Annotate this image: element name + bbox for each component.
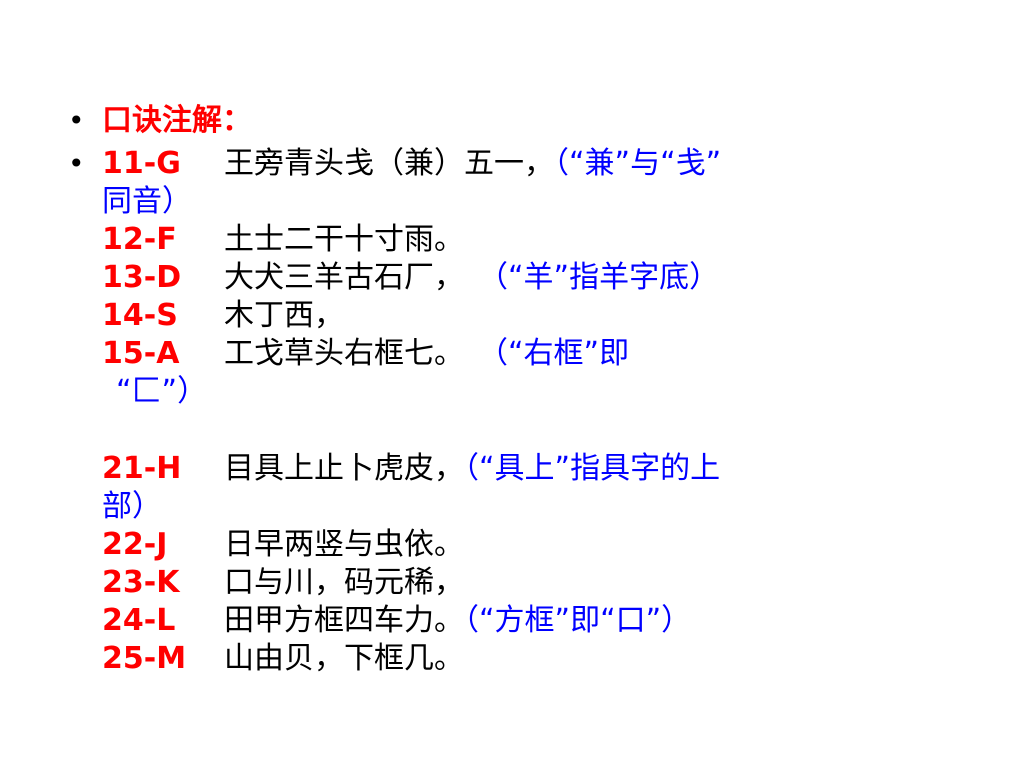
row-code: 24-L — [102, 603, 176, 638]
row-code: 13-D — [102, 260, 182, 295]
row-text: 木丁西， — [224, 298, 344, 333]
row-code: 23-K — [102, 565, 180, 600]
row-note-cont: 部） — [102, 489, 162, 524]
row-22j: 22-J 日早两竖与虫依。 — [102, 526, 464, 564]
row-text: 田甲方框四车力。 — [224, 603, 464, 638]
row-code: 15-A — [102, 336, 180, 371]
row-11g-cont: 同音） — [102, 183, 192, 221]
row-21h-cont: 部） — [102, 488, 162, 526]
row-text: 日早两竖与虫依。 — [224, 527, 464, 562]
row-text: 工戈草头右框七。 — [224, 336, 464, 371]
row-text: 王旁青头戋（兼）五一， — [224, 146, 554, 181]
row-text: 目具上止卜虎皮， — [224, 451, 464, 486]
row-code: 22-J — [102, 527, 168, 562]
row-12f: 12-F 土士二干十寸雨。 — [102, 221, 464, 259]
row-15a-cont: “匚”） — [116, 373, 207, 411]
row-15a: 15-A 工戈草头右框七。 （“右框”即 — [102, 335, 629, 373]
row-note: （“具上”指具字的上 — [464, 451, 721, 486]
row-code: 21-H — [102, 451, 182, 486]
row-25m: 25-M 山由贝，下框几。 — [102, 640, 464, 678]
row-note: （“兼”与“戋” — [554, 146, 722, 181]
row-23k: 23-K 口与川，码元稀， — [102, 564, 464, 602]
row-code: 12-F — [102, 222, 177, 257]
row-text: 山由贝，下框几。 — [224, 641, 464, 676]
row-note: （“方框”即“口”） — [464, 603, 692, 638]
bullet-mnemonics: • — [68, 147, 85, 180]
row-21h: 21-H 目具上止卜虎皮，（“具上”指具字的上 — [102, 450, 720, 488]
bullet-heading: • — [68, 104, 85, 137]
row-14s: 14-S 木丁西， — [102, 297, 344, 335]
heading-line: 口诀注解： — [102, 102, 252, 140]
heading: 口诀注解： — [102, 103, 252, 138]
row-text: 大犬三羊古石厂， — [224, 260, 464, 295]
row-note: （“羊”指羊字底） — [478, 260, 720, 295]
row-note-cont: “匚”） — [116, 374, 208, 409]
row-text: 口与川，码元稀， — [224, 565, 464, 600]
row-13d: 13-D 大犬三羊古石厂， （“羊”指羊字底） — [102, 259, 719, 297]
row-code: 25-M — [102, 641, 187, 676]
row-note-cont: 同音） — [102, 184, 192, 219]
row-24l: 24-L 田甲方框四车力。（“方框”即“口”） — [102, 602, 691, 640]
row-text: 土士二干十寸雨。 — [224, 222, 464, 257]
row-note: （“右框”即 — [478, 336, 630, 371]
row-code: 14-S — [102, 298, 178, 333]
row-code: 11-G — [102, 146, 181, 181]
row-11g: 11-G 王旁青头戋（兼）五一，（“兼”与“戋” — [102, 145, 721, 183]
